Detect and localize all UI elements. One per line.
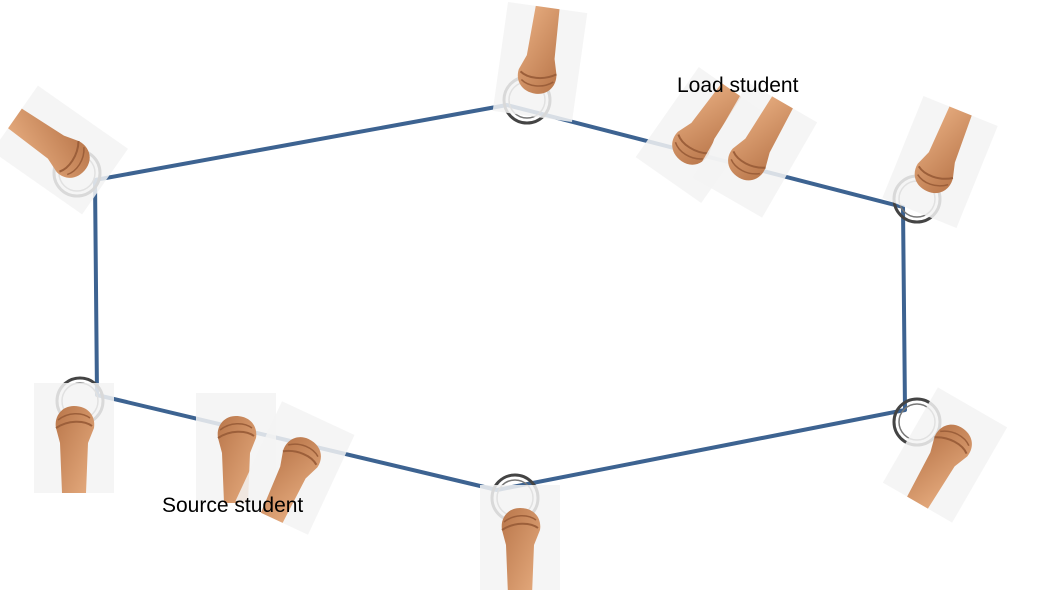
source-student-label: Source student [162, 494, 304, 517]
hand-holding-rope-icon [491, 0, 589, 124]
hand-holding-rope-icon [33, 382, 115, 494]
hand-holding-rope-icon [479, 484, 561, 590]
hand-holding-rope-icon [0, 84, 129, 216]
load-student-label: Load student [677, 74, 799, 97]
hand-holding-rope-icon [881, 386, 1009, 524]
